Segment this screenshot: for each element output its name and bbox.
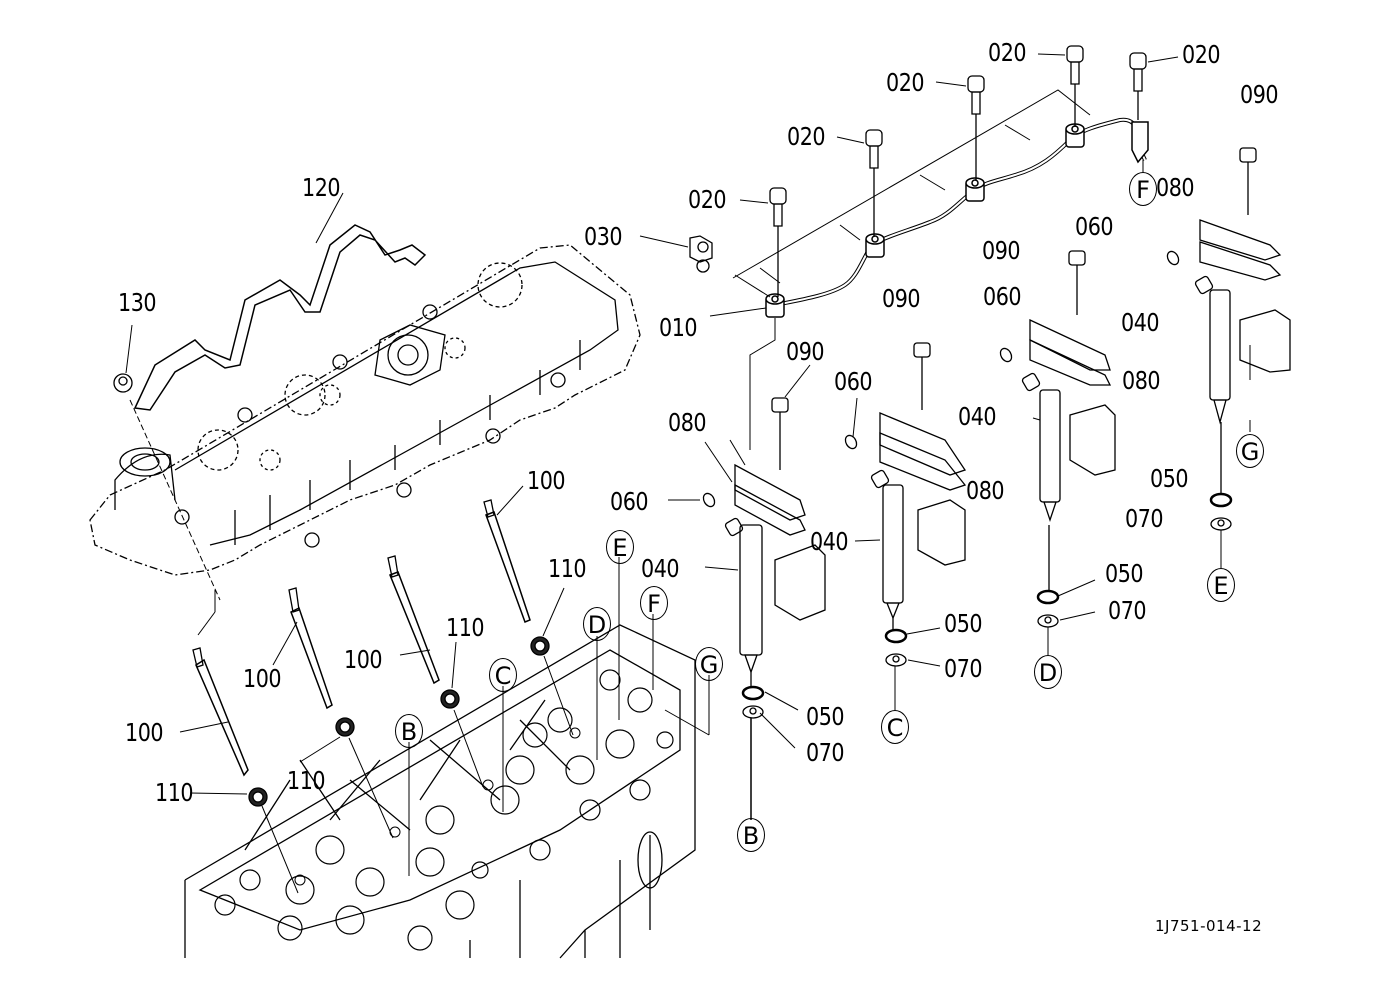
part-label-110: 110 xyxy=(548,554,587,583)
part-label-020: 020 xyxy=(988,38,1027,67)
part-label-070: 070 xyxy=(806,738,845,767)
part-label-090: 090 xyxy=(1240,80,1279,109)
injector-set-4 xyxy=(1165,148,1290,568)
part-label-020: 020 xyxy=(886,68,925,97)
reference-marker-d: D xyxy=(583,607,611,641)
part-label-040: 040 xyxy=(810,527,849,556)
part-label-100: 100 xyxy=(125,718,164,747)
reference-marker-f: F xyxy=(1129,172,1157,206)
part-label-090: 090 xyxy=(882,284,921,313)
cylinder-head-cover xyxy=(90,245,640,575)
part-label-090: 090 xyxy=(786,337,825,366)
part-label-070: 070 xyxy=(944,654,983,683)
glow-plug-1 xyxy=(180,590,298,893)
part-label-060: 060 xyxy=(983,282,1022,311)
reference-marker-f: F xyxy=(640,586,668,620)
part-label-100: 100 xyxy=(527,466,566,495)
part-label-110: 110 xyxy=(155,778,194,807)
part-label-060: 060 xyxy=(1075,212,1114,241)
part-label-120: 120 xyxy=(302,173,341,202)
part-label-050: 050 xyxy=(944,609,983,638)
reference-marker-e: E xyxy=(606,530,634,564)
glow-plug-3 xyxy=(388,556,483,787)
reference-leaders-head xyxy=(409,557,709,876)
part-label-040: 040 xyxy=(641,554,680,583)
part-label-080: 080 xyxy=(1122,366,1161,395)
part-label-080: 080 xyxy=(1156,173,1195,202)
reference-marker-d: D xyxy=(1034,655,1062,689)
reference-marker-g: G xyxy=(695,647,723,681)
part-label-080: 080 xyxy=(966,476,1005,505)
part-label-050: 050 xyxy=(806,702,845,731)
part-label-020: 020 xyxy=(1182,40,1221,69)
part-label-060: 060 xyxy=(834,367,873,396)
part-label-110: 110 xyxy=(287,766,326,795)
part-label-110: 110 xyxy=(446,613,485,642)
reference-marker-c: C xyxy=(489,658,517,692)
injector-set-2 xyxy=(843,343,965,710)
reference-marker-c: C xyxy=(881,710,909,744)
reference-marker-b: B xyxy=(395,714,423,748)
nut-130 xyxy=(114,325,220,600)
part-label-050: 050 xyxy=(1105,559,1144,588)
part-label-070: 070 xyxy=(1125,504,1164,533)
reference-marker-e: E xyxy=(1207,568,1235,602)
glow-plugs xyxy=(180,486,573,893)
part-label-100: 100 xyxy=(243,664,282,693)
part-label-040: 040 xyxy=(958,402,997,431)
injection-pipe-010 xyxy=(710,90,1148,450)
bracket-120 xyxy=(135,193,425,410)
part-label-030: 030 xyxy=(584,222,623,251)
part-label-020: 020 xyxy=(787,122,826,151)
reference-marker-g: G xyxy=(1236,434,1264,468)
injector-set-3 xyxy=(998,251,1115,655)
part-label-050: 050 xyxy=(1150,464,1189,493)
cylinder-head xyxy=(185,625,695,958)
drawing-code: 1J751-014-12 xyxy=(1155,917,1263,935)
reference-marker-b: B xyxy=(737,818,765,852)
part-label-040: 040 xyxy=(1121,308,1160,337)
glow-plug-4 xyxy=(484,486,573,735)
part-label-100: 100 xyxy=(344,645,383,674)
bolts-020 xyxy=(740,46,1178,297)
part-label-070: 070 xyxy=(1108,596,1147,625)
glow-plug-2 xyxy=(273,588,393,838)
injector-set-1 xyxy=(668,365,825,820)
part-label-130: 130 xyxy=(118,288,157,317)
part-label-060: 060 xyxy=(610,487,649,516)
part-label-010: 010 xyxy=(659,313,698,342)
part-label-020: 020 xyxy=(688,185,727,214)
part-label-090: 090 xyxy=(982,236,1021,265)
clamp-030 xyxy=(640,236,712,272)
part-label-080: 080 xyxy=(668,408,707,437)
